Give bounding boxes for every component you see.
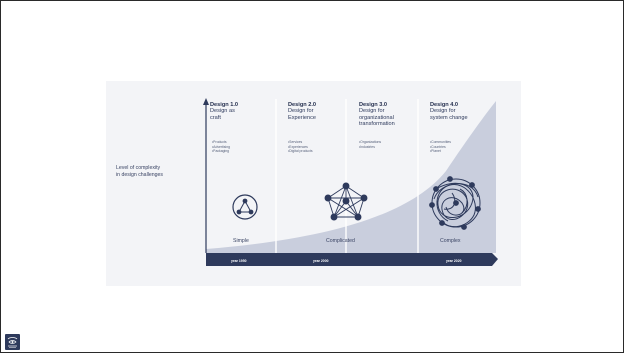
list-item: •Advertising: [212, 144, 230, 149]
stage-4-title: Design 4.0 Design for system change: [430, 102, 468, 121]
stage-2-subtitle-line: Design for: [288, 108, 314, 115]
stage-2-items: •Services •Experiences •Digital products: [288, 140, 313, 154]
y-axis-label: Level of complexity in design challenges: [116, 165, 206, 178]
list-item: •Digital products: [288, 149, 313, 154]
timeline-year-1950: year 1950: [231, 259, 247, 263]
design-evolution-diagram: Design 1.0 Design as craft Design 2.0 De…: [106, 81, 521, 286]
stage-1-items: •Products •Advertising •Packaging: [212, 140, 230, 154]
complexity-label-complicated: Complicated: [326, 238, 355, 244]
list-item: •Industries: [359, 144, 375, 149]
stage-2-subtitle-line: Experience: [288, 114, 316, 121]
complexity-curve-area: [206, 101, 496, 253]
timeline-year-2000: year 2000: [313, 259, 329, 263]
y-axis-arrow-icon: [203, 98, 209, 105]
stage-4-subtitle-line: system change: [430, 114, 468, 121]
stage-3-subtitle-line: transformation: [359, 121, 395, 128]
y-axis-label-line: Level of complexity: [116, 165, 161, 171]
stage-2-number: Design 2.0: [288, 102, 316, 108]
stage-3-subtitle-line: organizational: [359, 114, 394, 121]
diagram-graphics: [203, 98, 498, 266]
stage-1-subtitle-line: Design as: [210, 108, 235, 115]
list-item: •Products: [212, 140, 227, 144]
stage-4-number: Design 4.0: [430, 102, 458, 108]
stage-4-items: •Communities •Countries •Planet: [430, 140, 451, 154]
star-network-icon: [324, 182, 368, 221]
stage-3-title: Design 3.0 Design for organizational tra…: [359, 102, 395, 128]
list-item: •Experiences: [288, 144, 308, 149]
stage-1-subtitle-line: craft: [210, 114, 221, 121]
timeline-year-2020: year 2020: [446, 259, 462, 263]
list-item: •Countries: [430, 144, 446, 149]
stage-3-number: Design 3.0: [359, 102, 387, 108]
list-item: •Packaging: [212, 149, 230, 154]
stage-1-number: Design 1.0: [210, 102, 238, 108]
stage-3-subtitle-line: Design for: [359, 108, 385, 115]
list-item: •Services: [288, 140, 303, 144]
stage-2-title: Design 2.0 Design for Experience: [288, 102, 316, 121]
y-axis-label-line: in design challenges: [116, 171, 164, 178]
slide-logo-icon: [5, 334, 20, 350]
triangle-network-icon: [232, 194, 258, 220]
complexity-label-complex: Complex: [440, 238, 461, 244]
stage-1-title: Design 1.0 Design as craft: [210, 102, 238, 121]
complexity-label-simple: Simple: [233, 238, 249, 244]
tangled-network-icon: [429, 176, 481, 230]
list-item: •Planet: [430, 149, 441, 154]
timeline-band: [206, 253, 498, 266]
stage-3-items: •Organizations •Industries: [359, 140, 381, 149]
list-item: •Organizations: [359, 140, 382, 144]
list-item: •Communities: [430, 140, 451, 144]
stage-4-subtitle-line: Design for: [430, 108, 456, 115]
